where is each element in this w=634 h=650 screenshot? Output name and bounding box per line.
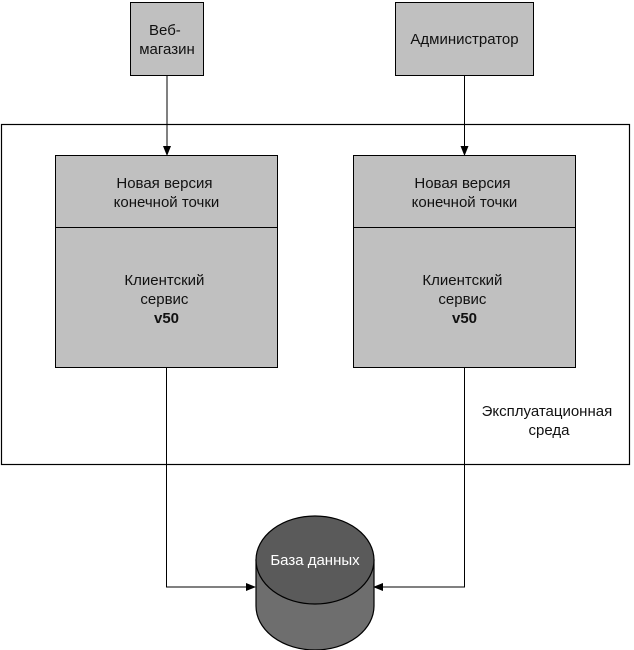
svg-text:Администратор: Администратор — [410, 31, 518, 48]
connector-right-service-to-database — [373, 367, 465, 591]
service-label-left-1: Клиентский — [124, 272, 204, 289]
database-cylinder: База данных — [255, 515, 375, 650]
webshop-label-line-2: магазин — [139, 41, 195, 58]
service-version-right: v50 — [452, 310, 477, 327]
admin-client: Администратор — [395, 2, 534, 76]
service-block-right: Новая версия конечной точки Клиентский с… — [353, 155, 576, 368]
svg-text:Клиентский сервис: Клиентский сервис v50 — [124, 272, 208, 327]
service-version-left: v50 — [154, 310, 179, 327]
service-block-left: Новая версия конечной точки Клиентский с… — [55, 155, 278, 368]
service-label-right-2: сервис — [438, 291, 487, 308]
endpoint-label-left-1: Новая версия — [116, 175, 212, 192]
service-label-left-2: сервис — [140, 291, 189, 308]
service-label-right-1: Клиентский — [422, 272, 502, 289]
environment-label: Эксплуатационная среда — [482, 403, 617, 439]
endpoint-label-right-1: Новая версия — [414, 175, 510, 192]
database-label: База данных — [270, 552, 360, 569]
svg-text:Новая версия конечной то: Новая версия конечной точки — [412, 175, 518, 211]
endpoint-label-right-2: конечной точки — [412, 194, 518, 211]
webshop-label-line-1: Веб- — [149, 22, 181, 39]
svg-text:Веб- магазин: Веб- магазин — [139, 22, 195, 58]
webshop-client: Веб- магазин — [130, 2, 204, 76]
svg-text:Клиентский сервис: Клиентский сервис v50 — [422, 272, 506, 327]
endpoint-label-left-2: конечной точки — [114, 194, 220, 211]
admin-label: Администратор — [410, 31, 518, 48]
svg-text:Новая версия конечной то: Новая версия конечной точки — [114, 175, 220, 211]
connector-left-service-to-database — [166, 367, 256, 591]
production-environment-frame — [0, 123, 631, 466]
